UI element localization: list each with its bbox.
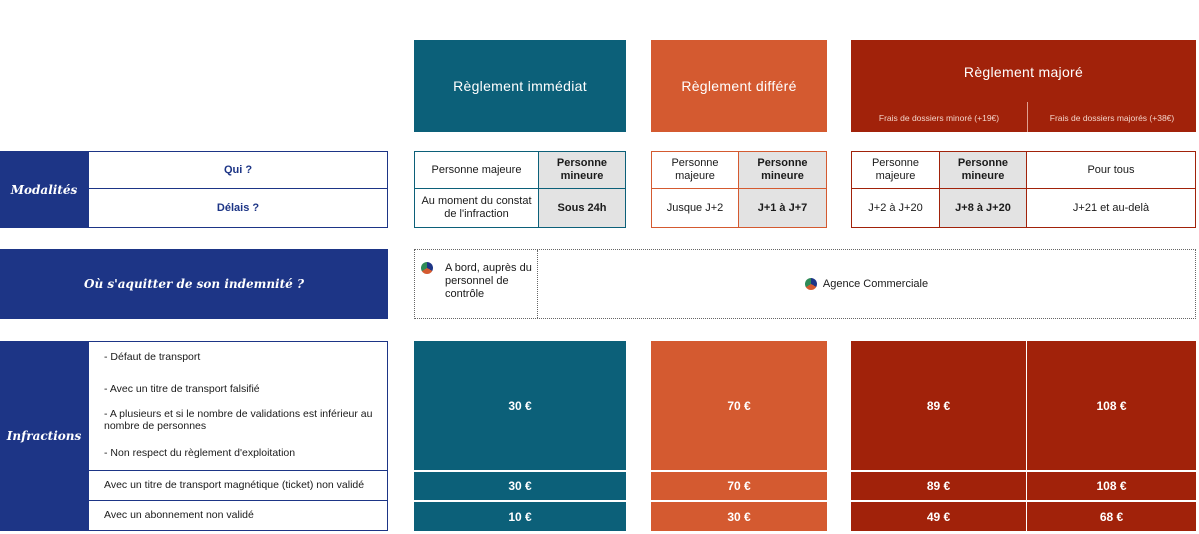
header-frais-majores: Frais de dossiers majorés (+38€) xyxy=(1049,113,1175,123)
majore-personne-mineure: Personne mineure xyxy=(940,152,1027,189)
modalites-table: Qui ? Délais ? xyxy=(88,151,388,228)
infractions-row-1 xyxy=(89,342,387,471)
majore-delai-tous: J+21 et au-delà xyxy=(1072,201,1150,214)
infraction-item-4: - Non respect du règlement d'exploitatio… xyxy=(104,447,296,459)
ou-sacquitter-box: A bord, auprès du personnel de contrôle … xyxy=(414,249,1196,319)
infractions-label: Infractions xyxy=(0,341,88,531)
infractions-row-2-text: Avec un titre de transport magnétique (t… xyxy=(104,479,365,491)
delais-label: Délais ? xyxy=(216,202,260,214)
header-reglement-differe-label: Règlement différé xyxy=(681,78,797,94)
infraction-item-3: - A plusieurs et si le nombre de validat… xyxy=(104,408,373,432)
pin-icon xyxy=(804,278,817,290)
modalites-label: Modalités xyxy=(0,151,88,228)
majore-delai-mineure: J+8 à J+20 xyxy=(940,189,1027,227)
immediat-modalites: Personne majeure Personne mineure Au mom… xyxy=(414,151,626,228)
majore-personne-majeure: Personne majeure xyxy=(852,152,940,189)
differe-delai-mineure: J+1 à J+7 xyxy=(739,189,826,227)
amount-differe-r3: 30 € xyxy=(651,502,827,531)
amount-majore-minore-r1: 89 € xyxy=(851,341,1026,470)
infractions-row-3-text: Avec un abonnement non validé xyxy=(104,509,254,521)
differe-personne-majeure: Personne majeure xyxy=(652,152,739,189)
infractions-row-2: Avec un titre de transport magnétique (t… xyxy=(89,471,387,501)
amount-majore-majores-r2: 108 € xyxy=(1027,472,1196,500)
immediat-personne-mineure: Personne mineure xyxy=(539,152,625,189)
header-reglement-immediat-label: Règlement immédiat xyxy=(453,78,587,94)
agence-commerciale-text: Agence Commerciale xyxy=(822,277,929,290)
amount-majore-majores-r3: 68 € xyxy=(1027,502,1196,531)
amount-immediat-r3: 10 € xyxy=(414,502,626,531)
ou-sacquitter-label: Où s'aquitter de son indemnité ? xyxy=(0,249,388,319)
header-majore-divider xyxy=(1027,102,1028,132)
a-bord-cell: A bord, auprès du personnel de contrôle xyxy=(415,250,538,318)
differe-modalites: Personne majeure Personne mineure Jusque… xyxy=(651,151,827,228)
amount-differe-r1: 70 € xyxy=(651,341,827,470)
immediat-delai-mineure: Sous 24h xyxy=(539,189,625,227)
immediat-personne-majeure: Personne majeure xyxy=(415,152,539,189)
differe-personne-mineure: Personne mineure xyxy=(739,152,826,189)
differe-delai-majeure: Jusque J+2 xyxy=(652,189,739,227)
header-reglement-immediat: Règlement immédiat xyxy=(414,40,626,132)
amount-immediat-r1: 30 € xyxy=(414,341,626,470)
infractions-table: Avec un titre de transport magnétique (t… xyxy=(88,341,388,531)
header-frais-minore: Frais de dossiers minoré (+19€) xyxy=(878,113,1000,123)
majore-modalites: Personne majeure Personne mineure Pour t… xyxy=(851,151,1196,228)
header-reglement-differe: Règlement différé xyxy=(651,40,827,132)
a-bord-text: A bord, auprès du personnel de contrôle xyxy=(445,262,532,300)
majore-delai-majeure: J+2 à J+20 xyxy=(852,189,940,227)
infractions-row-3: Avec un abonnement non validé xyxy=(89,501,387,530)
infraction-item-1: - Défaut de transport xyxy=(104,351,201,363)
amount-majore-majores-r1: 108 € xyxy=(1027,341,1196,470)
agence-commerciale-cell: Agence Commerciale xyxy=(538,250,1195,318)
amount-immediat-r2: 30 € xyxy=(414,472,626,500)
amount-majore-minore-r3: 49 € xyxy=(851,502,1026,531)
amount-differe-r2: 70 € xyxy=(651,472,827,500)
header-reglement-majore: Règlement majoré Frais de dossiers minor… xyxy=(851,40,1196,132)
majore-pour-tous: Pour tous xyxy=(1027,152,1195,189)
pin-icon xyxy=(421,262,433,274)
qui-label: Qui ? xyxy=(89,152,387,189)
header-reglement-majore-label: Règlement majoré xyxy=(963,64,1084,80)
amount-majore-minore-r2: 89 € xyxy=(851,472,1026,500)
immediat-delai-majeure: Au moment du constat de l'infraction xyxy=(415,189,539,227)
infraction-item-2: - Avec un titre de transport falsifié xyxy=(104,383,260,395)
